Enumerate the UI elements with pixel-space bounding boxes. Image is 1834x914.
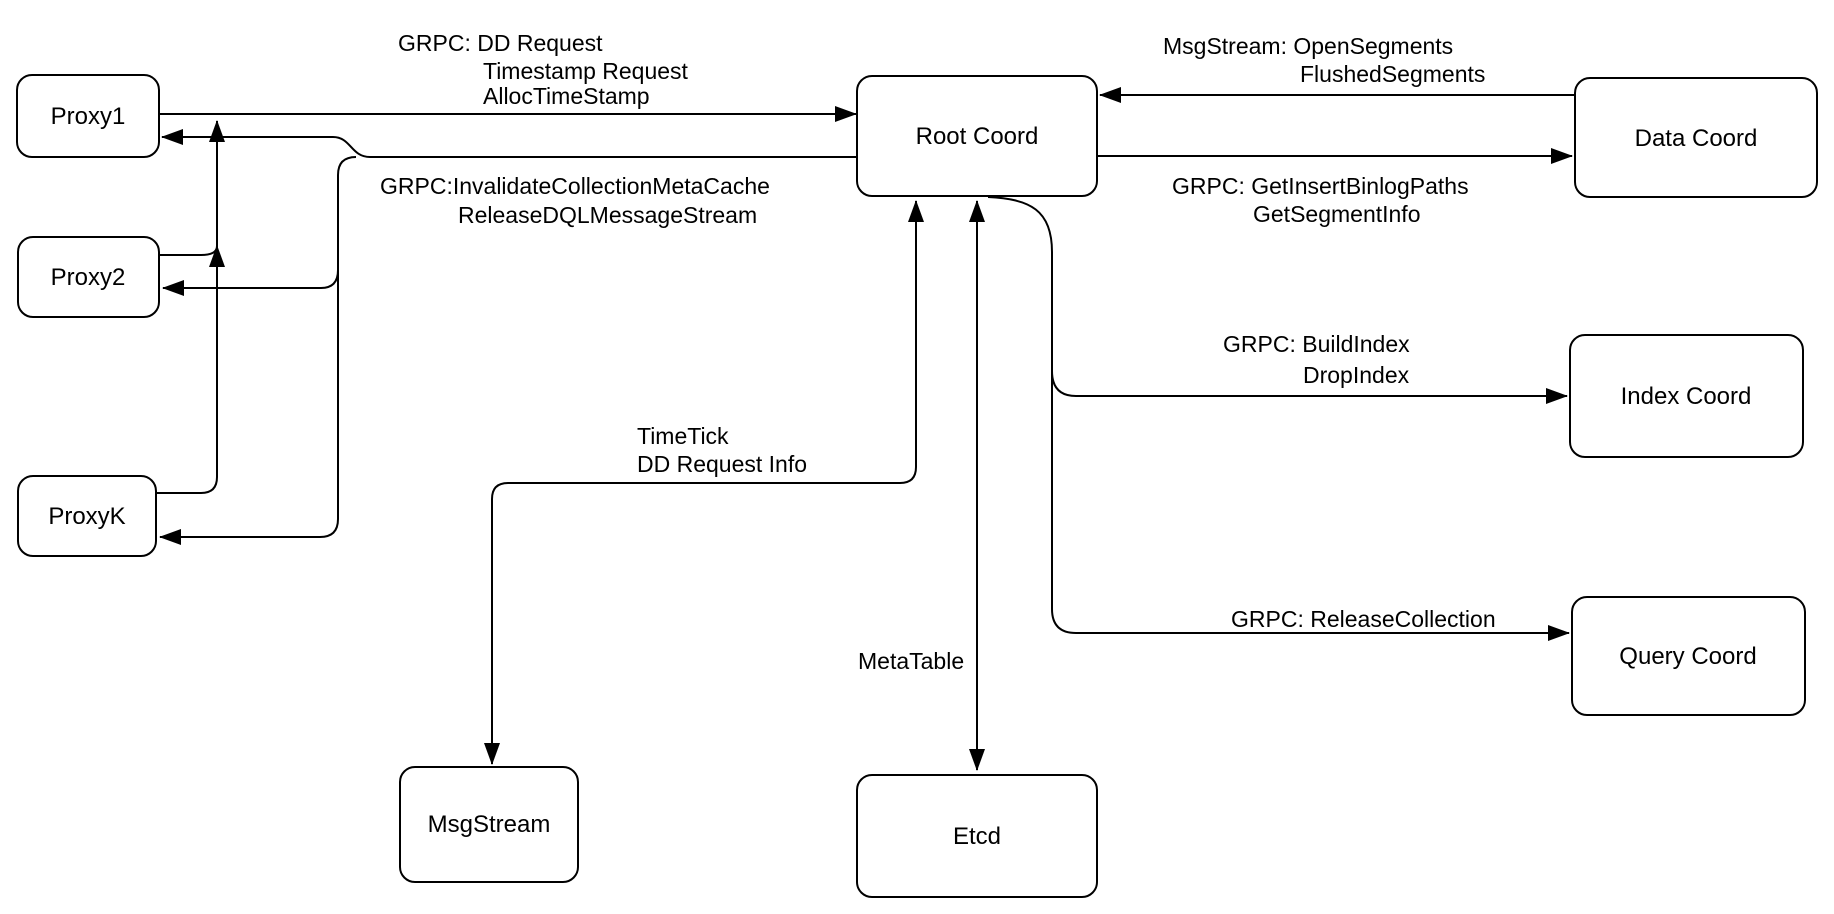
node-etcd-label: Etcd xyxy=(953,823,1001,850)
node-proxyk: ProxyK xyxy=(17,475,157,557)
node-root-coord: Root Coord xyxy=(856,75,1098,197)
node-etcd: Etcd xyxy=(856,774,1098,898)
edge-labels: GRPC: DD Request Timestamp Request Alloc… xyxy=(380,30,1496,674)
node-msgstream: MsgStream xyxy=(399,766,579,883)
node-etcd-box xyxy=(856,774,1098,898)
label-root-to-proxies-line2: ReleaseDQLMessageStream xyxy=(458,202,757,228)
node-root-coord-box xyxy=(856,75,1098,197)
node-data-coord-label: Data Coord xyxy=(1635,125,1758,152)
node-proxyk-label: ProxyK xyxy=(48,503,125,530)
label-proxy-to-root-line2: Timestamp Request xyxy=(483,58,689,84)
label-root-to-index-line1: GRPC: BuildIndex xyxy=(1223,331,1410,357)
node-index-coord: Index Coord xyxy=(1569,334,1804,458)
node-proxy2-box xyxy=(17,236,160,318)
edge-rootcoord-to-proxy2 xyxy=(162,269,339,296)
node-query-coord: Query Coord xyxy=(1571,596,1806,716)
node-proxy1-box xyxy=(16,74,160,158)
node-msgstream-box xyxy=(399,766,579,883)
label-proxy-to-root-line3: AllocTimeStamp xyxy=(483,83,650,109)
label-root-to-msgstream-line1: TimeTick xyxy=(637,423,729,449)
node-root-coord-label: Root Coord xyxy=(916,123,1039,150)
nodes: Proxy1 Proxy2 ProxyK Root Coord Data Coo… xyxy=(16,74,1818,898)
label-root-to-data-line2: GetSegmentInfo xyxy=(1253,201,1421,227)
node-msgstream-label: MsgStream xyxy=(428,811,551,838)
node-index-coord-box xyxy=(1569,334,1804,458)
label-root-to-msgstream-line2: DD Request Info xyxy=(637,451,807,477)
edge-rootcoord-to-indexcoord xyxy=(1051,370,1568,404)
node-query-coord-box xyxy=(1571,596,1806,716)
label-data-to-root-line1: MsgStream: OpenSegments xyxy=(1163,33,1453,59)
node-query-coord-label: Query Coord xyxy=(1619,643,1756,670)
node-data-coord: Data Coord xyxy=(1574,77,1818,198)
label-proxy-to-root-line1: GRPC: DD Request xyxy=(398,30,603,56)
node-proxyk-box xyxy=(17,475,157,557)
node-proxy2: Proxy2 xyxy=(17,236,160,318)
edge-rootcoord-to-proxy1 xyxy=(161,129,857,158)
edge-proxy2-merge-up xyxy=(159,245,225,268)
edges xyxy=(156,87,1575,771)
label-data-to-root-line2: FlushedSegments xyxy=(1300,61,1485,87)
label-root-to-data-line1: GRPC: GetInsertBinlogPaths xyxy=(1172,173,1469,199)
node-proxy1: Proxy1 xyxy=(16,74,160,158)
node-data-coord-box xyxy=(1574,77,1818,198)
edge-rootcoord-to-proxyk xyxy=(159,156,357,545)
node-proxy2-label: Proxy2 xyxy=(51,264,126,291)
node-proxy1-label: Proxy1 xyxy=(51,103,126,130)
label-root-to-index-line2: DropIndex xyxy=(1303,362,1410,388)
edge-proxyk-merge-up xyxy=(156,120,225,494)
label-root-to-proxies-line1: GRPC:InvalidateCollectionMetaCache xyxy=(380,173,770,199)
node-index-coord-label: Index Coord xyxy=(1621,383,1752,410)
edge-rootcoord-to-msgstream xyxy=(484,200,924,765)
label-root-to-query-line1: GRPC: ReleaseCollection xyxy=(1231,606,1496,632)
edge-rootcoord-to-querycoord xyxy=(987,196,1570,641)
label-root-to-etcd-line1: MetaTable xyxy=(858,648,964,674)
